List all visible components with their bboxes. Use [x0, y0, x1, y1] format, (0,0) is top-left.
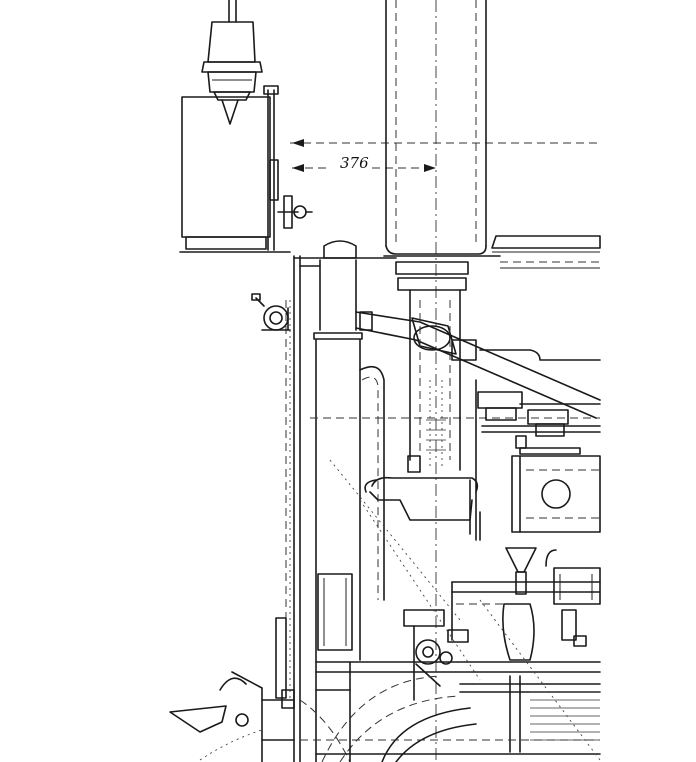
left-valve: [251, 293, 291, 331]
chimney-stack: [383, 0, 501, 762]
lower-machinery: [299, 459, 601, 762]
dimension-label: 376: [340, 154, 369, 172]
dimension-376: 376: [290, 139, 600, 172]
right-machinery: [477, 349, 601, 541]
central-column: [364, 261, 479, 541]
frame-casing: [285, 240, 600, 762]
lantern-assembly: [179, 0, 313, 253]
right-platform: [491, 235, 601, 269]
inclined-pipe: [355, 311, 601, 419]
lower-left-hook: [169, 617, 295, 762]
